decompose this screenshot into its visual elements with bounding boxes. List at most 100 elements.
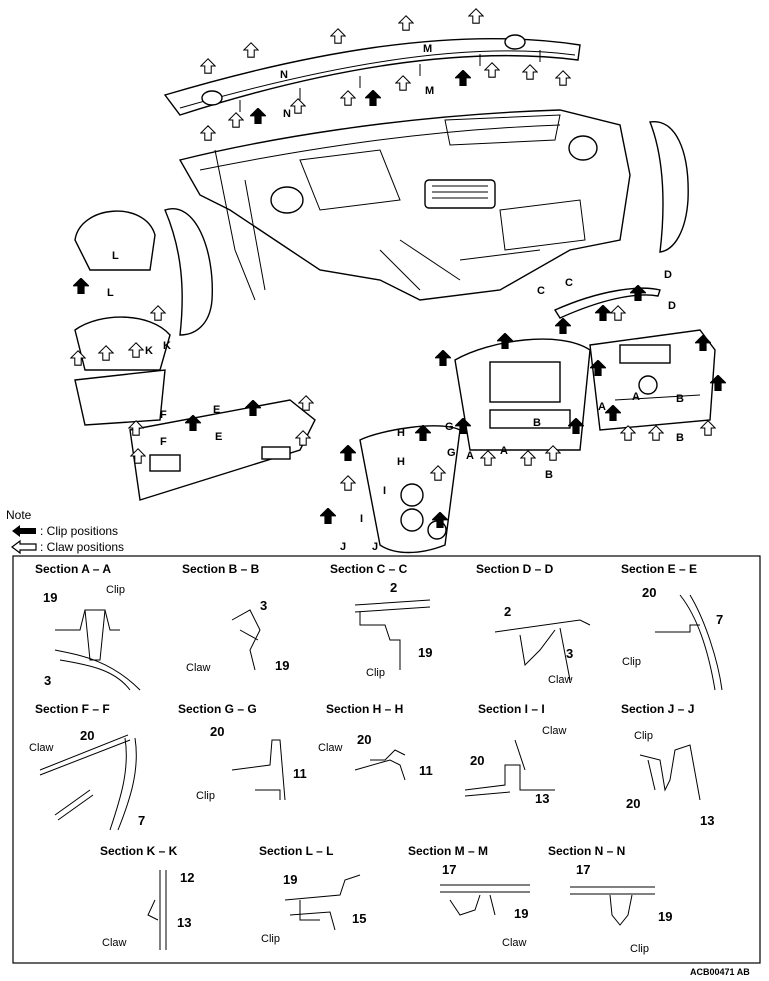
section-j-j-num1: 20 — [626, 796, 640, 811]
section-c-c-text: Clip — [366, 667, 385, 679]
section-j-j-text: Clip — [634, 730, 653, 742]
section-g-g-num1: 20 — [210, 724, 224, 739]
section-label-letters: M M N N L L K K C C D D F F E E H H G G … — [107, 43, 684, 553]
section-i-i: Section I – I 20 13 Claw — [464, 702, 567, 806]
section-e-e-num1: 20 — [642, 585, 656, 600]
legend: Note : Clip positions : Claw positions — [6, 508, 124, 555]
section-d-d-num2: 3 — [566, 646, 573, 661]
section-g-g-text: Clip — [196, 790, 215, 802]
label-M-1: M — [423, 43, 432, 55]
section-h-h-text: Claw — [318, 742, 343, 754]
label-A-2: A — [500, 445, 508, 457]
section-f-f-num2: 7 — [138, 813, 145, 828]
section-j-j: Section J – J 20 13 Clip — [621, 702, 714, 828]
section-i-i-num2: 13 — [535, 791, 549, 806]
label-I-2: I — [383, 485, 386, 497]
label-I-1: I — [360, 513, 363, 525]
right-side-trim — [649, 121, 689, 253]
section-n-n-text: Clip — [630, 943, 649, 955]
section-l-l: Section L – L 19 15 Clip — [259, 844, 366, 945]
center-panel-audio — [454, 338, 591, 451]
section-a-a-num2: 3 — [44, 673, 51, 688]
steering-column-covers — [74, 316, 171, 426]
label-D-2: D — [668, 300, 676, 312]
label-D-1: D — [664, 269, 672, 281]
section-l-l-num1: 19 — [283, 872, 297, 887]
label-G-1: G — [445, 421, 454, 433]
section-f-f-text: Claw — [29, 742, 54, 754]
section-e-e: Section E – E 20 7 Clip — [621, 562, 723, 691]
section-l-l-text: Clip — [261, 933, 280, 945]
section-j-j-title: Section J – J — [621, 702, 694, 716]
section-g-g-num2: 11 — [293, 766, 307, 781]
section-m-m: Section M – M 17 19 Claw — [408, 844, 530, 949]
left-side-trim — [164, 208, 213, 336]
section-b-b-num1: 3 — [260, 598, 267, 613]
glove-box-trim — [553, 287, 661, 319]
label-H-2: H — [397, 456, 405, 468]
section-c-c-num1: 2 — [390, 580, 397, 595]
label-C-2: C — [565, 277, 573, 289]
legend-claw-label: : Claw positions — [40, 540, 124, 554]
upper-panel-defroster-garnish — [163, 34, 581, 116]
section-m-m-num2: 19 — [514, 906, 528, 921]
section-l-l-num2: 15 — [352, 911, 366, 926]
section-k-k-num1: 12 — [180, 870, 194, 885]
label-B-2: B — [545, 469, 553, 481]
section-d-d-text: Claw — [548, 674, 573, 686]
section-h-h-title: Section H – H — [326, 702, 403, 716]
section-k-k-text: Claw — [102, 937, 127, 949]
section-a-a-num1: 19 — [43, 590, 57, 605]
section-k-k-title: Section K – K — [100, 844, 178, 858]
section-n-n-num2: 19 — [658, 909, 672, 924]
label-N-2: N — [283, 108, 291, 120]
section-f-f-num1: 20 — [80, 728, 94, 743]
label-L-2: L — [107, 287, 114, 299]
section-h-h: Section H – H 20 11 Claw — [318, 702, 433, 781]
label-N-1: N — [280, 69, 288, 81]
section-i-i-num1: 20 — [470, 753, 484, 768]
section-d-d-title: Section D – D — [476, 562, 554, 576]
label-F-1: F — [160, 409, 167, 421]
section-c-c-num2: 19 — [418, 645, 432, 660]
label-K-1: K — [145, 345, 153, 357]
section-g-g: Section G – G 20 11 Clip — [178, 702, 307, 802]
section-e-e-num2: 7 — [716, 612, 723, 627]
section-c-c: Section C – C 2 19 Clip — [330, 562, 432, 679]
label-B-4: B — [676, 432, 684, 444]
section-c-c-title: Section C – C — [330, 562, 408, 576]
section-d-d: Section D – D 2 3 Claw — [476, 562, 591, 686]
meter-hood — [74, 210, 156, 271]
section-a-a: Section A – A 19 3 Clip — [35, 562, 141, 691]
label-H-1: H — [397, 427, 405, 439]
section-j-j-num2: 13 — [700, 813, 714, 828]
label-A-3: A — [598, 401, 606, 413]
legend-clip-label: : Clip positions — [40, 524, 118, 538]
section-n-n-num1: 17 — [576, 862, 590, 877]
section-h-h-num2: 11 — [419, 763, 433, 778]
section-m-m-num1: 17 — [442, 862, 456, 877]
section-m-m-text: Claw — [502, 937, 527, 949]
section-b-b: Section B – B 3 19 Claw — [182, 562, 289, 674]
label-B-3: B — [676, 393, 684, 405]
label-K-2: K — [163, 340, 171, 352]
label-A-4: A — [632, 391, 640, 403]
label-L-1: L — [112, 250, 119, 262]
label-F-2: F — [160, 436, 167, 448]
note-title: Note — [6, 508, 32, 522]
section-g-g-title: Section G – G — [178, 702, 257, 716]
section-l-l-title: Section L – L — [259, 844, 333, 858]
section-e-e-text: Clip — [622, 656, 641, 668]
section-n-n: Section N – N 17 19 Clip — [548, 844, 672, 955]
section-a-a-title: Section A – A — [35, 562, 111, 576]
section-m-m-title: Section M – M — [408, 844, 488, 858]
label-M-2: M — [425, 85, 434, 97]
section-i-i-text: Claw — [542, 725, 567, 737]
section-a-a-text: Clip — [106, 584, 125, 596]
section-n-n-title: Section N – N — [548, 844, 625, 858]
heater-control-panel — [589, 329, 716, 431]
label-C-1: C — [537, 285, 545, 297]
label-G-2: G — [447, 447, 456, 459]
clip-arrow-icon — [12, 525, 36, 537]
